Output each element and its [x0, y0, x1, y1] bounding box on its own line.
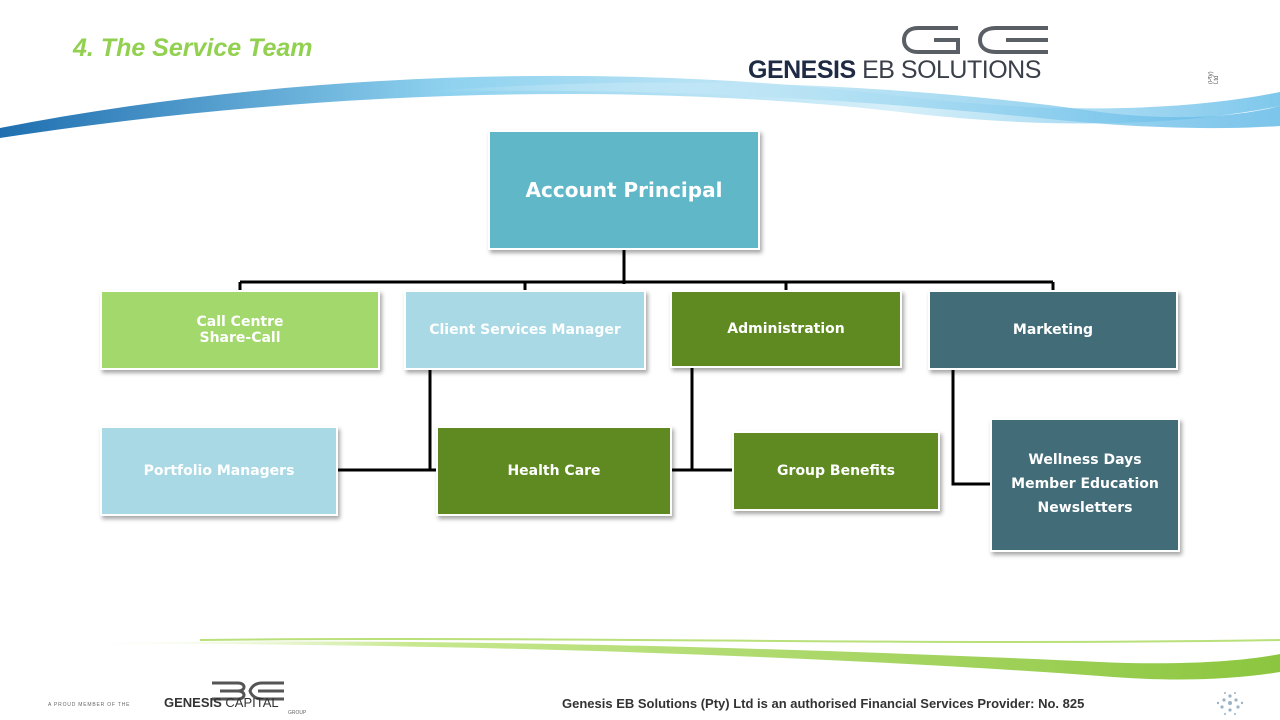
call-centre-line-2: Share-Call: [199, 330, 281, 346]
fsp-badge-icon: [1216, 692, 1244, 715]
logo-light-text: EB SOLUTIONS: [855, 56, 1041, 84]
administration-box: Administration: [670, 290, 902, 368]
genesis-capital-bold: GENESIS: [164, 695, 222, 710]
marketing-label: Marketing: [1012, 321, 1094, 338]
account-principal-label: Account Principal: [525, 177, 723, 202]
group-benefits-box: Group Benefits: [732, 431, 940, 511]
group-benefits-label: Group Benefits: [777, 462, 895, 479]
genesis-capital-mark-icon: [212, 681, 284, 701]
csm-branch: [338, 370, 432, 472]
logo-wordmark: GENESIS EB SOLUTIONS: [748, 56, 1041, 85]
health-care-label: Health Care: [507, 462, 601, 479]
wellness-line-1: Wellness Days: [1028, 452, 1142, 469]
call-centre-box: Call Centre Share-Call: [100, 290, 380, 370]
marketing-box: Marketing: [928, 290, 1178, 370]
portfolio-managers-box: Portfolio Managers: [100, 426, 338, 516]
blue-swoosh: [0, 75, 1280, 138]
wellness-line-3: Newsletters: [1037, 499, 1133, 516]
gc-logo-icon: [901, 26, 1048, 54]
health-care-box: Health Care: [436, 426, 672, 516]
administration-label: Administration: [727, 320, 845, 337]
call-centre-line-1: Call Centre: [196, 313, 284, 330]
blue-swoosh-light: [420, 82, 1280, 129]
marketing-branch: [951, 370, 990, 486]
genesis-capital-light: CAPITAL: [221, 695, 279, 710]
fsp-disclaimer: Genesis EB Solutions (Pty) Ltd is an aut…: [562, 696, 1085, 711]
logo-bold-text: GENESIS: [748, 56, 856, 84]
genesis-capital-logo: A PROUD MEMBER OF THE GENESIS CAPITAL GR…: [48, 680, 328, 716]
wellness-box: Wellness Days Member Education Newslette…: [990, 418, 1180, 552]
slide-title: 4. The Service Team: [73, 34, 313, 62]
admin-branch: [672, 368, 694, 472]
green-swoosh: [40, 641, 1280, 680]
genesis-eb-logo: GENESIS EB SOLUTIONS (Pty) Ltd: [748, 22, 1228, 84]
genesis-capital-wordmark: GENESIS CAPITAL: [164, 695, 279, 710]
wellness-line-2: Member Education: [1011, 476, 1159, 493]
genesis-capital-group-text: GROUP: [288, 710, 307, 716]
account-principal-box: Account Principal: [488, 130, 760, 250]
client-services-manager-box: Client Services Manager: [404, 290, 646, 370]
proud-member-text: A PROUD MEMBER OF THE: [48, 702, 131, 708]
green-swoosh-thin: [199, 638, 1280, 643]
client-services-manager-label: Client Services Manager: [429, 321, 621, 338]
portfolio-managers-label: Portfolio Managers: [143, 462, 295, 479]
